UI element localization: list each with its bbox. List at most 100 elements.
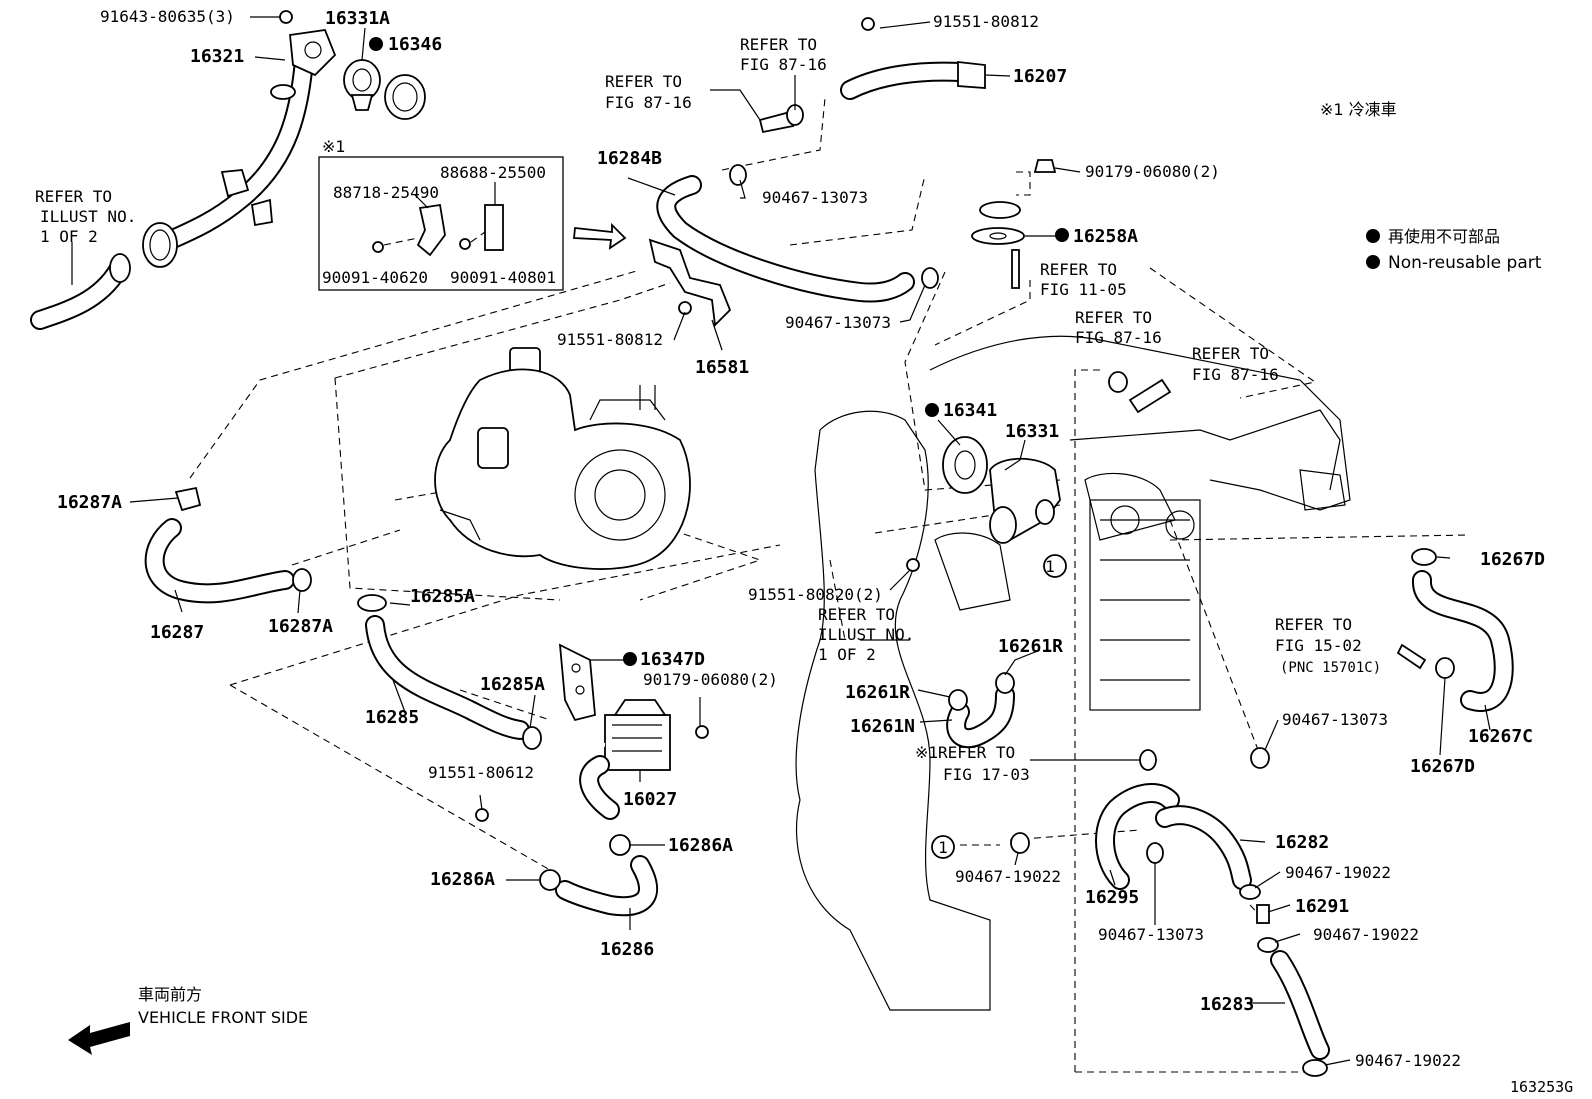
label-91551-80812-mid: 91551-80812	[557, 330, 663, 349]
label-90467-13073-b: 90467-13073	[785, 313, 891, 332]
legend-nonreusable-en: Non-reusable part	[1388, 253, 1542, 273]
label-91643-80635: 91643-80635(3)	[100, 7, 235, 26]
label-16207: 16207	[1013, 66, 1067, 87]
circle-marker-1a	[1043, 554, 1067, 578]
label-16287: 16287	[150, 622, 204, 643]
water-inlet-16331	[906, 436, 1061, 572]
label-16287A-1: 16287A	[57, 492, 122, 513]
label-90467-13073-d: 90467-13073	[1098, 925, 1204, 944]
nonreusable-dot-16258A	[1055, 228, 1069, 242]
svg-text:REFER TO: REFER TO	[1075, 308, 1152, 327]
circle-1a-text: 1	[1045, 557, 1055, 576]
arrow-inset	[573, 222, 627, 250]
label-16285A-2: 16285A	[480, 674, 545, 695]
svg-text:ILLUST NO.: ILLUST NO.	[818, 625, 914, 644]
svg-text:ILLUST NO.: ILLUST NO.	[40, 207, 136, 226]
label-16285A-1: 16285A	[410, 586, 475, 607]
label-16267D-2: 16267D	[1410, 756, 1475, 777]
nonreusable-dot-16346	[369, 37, 383, 51]
svg-text:REFER TO: REFER TO	[1275, 615, 1352, 634]
label-16027: 16027	[623, 789, 677, 810]
legend: ※1 冷凍車 再使用不可部品 Non-reusable part	[1320, 100, 1542, 273]
refer-labels: REFER TO ILLUST NO. 1 OF 2 REFER TO FIG …	[35, 35, 1381, 784]
label-90091-40801: 90091-40801	[450, 268, 556, 287]
label-16258A: 16258A	[1073, 226, 1138, 247]
part-labels: 91643-80635(3) 16331A 16346 16321 91551-…	[57, 7, 1545, 1070]
label-91551-80820: 91551-80820(2)	[748, 585, 883, 604]
label-90467-13073-c: 90467-13073	[1282, 710, 1388, 729]
svg-text:REFER TO: REFER TO	[1192, 344, 1269, 363]
label-90467-19022-c: 90467-19022	[1313, 925, 1419, 944]
water-pipe-16321	[142, 10, 337, 268]
label-16581: 16581	[695, 357, 749, 378]
label-16282: 16282	[1275, 832, 1329, 853]
svg-text:FIG 15-02: FIG 15-02	[1275, 636, 1362, 655]
svg-text:REFER TO: REFER TO	[740, 35, 817, 54]
label-88688-25500: 88688-25500	[440, 163, 546, 182]
gasket-16346	[384, 74, 426, 120]
hose-16287	[144, 486, 312, 604]
front-en: VEHICLE FRONT SIDE	[138, 1008, 308, 1027]
label-16286A-2: 16286A	[430, 869, 495, 890]
label-16346: 16346	[388, 34, 442, 55]
label-16286: 16286	[600, 939, 654, 960]
label-90467-13073-a: 90467-13073	[762, 188, 868, 207]
svg-text:REFER TO: REFER TO	[35, 187, 112, 206]
hose-refer-illust	[30, 253, 131, 330]
hose-refer-fig8716	[1128, 378, 1172, 414]
label-16341: 16341	[943, 400, 997, 421]
pipe-16207	[758, 17, 1021, 219]
hose-16267C	[1396, 548, 1514, 712]
hose-16282	[1010, 747, 1279, 953]
label-90467-19022-d: 90467-19022	[1355, 1051, 1461, 1070]
svg-text:※1REFER TO: ※1REFER TO	[915, 743, 1015, 762]
label-16285: 16285	[365, 707, 419, 728]
label-16267D-1: 16267D	[1480, 549, 1545, 570]
label-16267C: 16267C	[1468, 726, 1533, 747]
inset-labels: ※1 88688-25500 88718-25490 90091-40620 9…	[322, 137, 556, 287]
nonreusable-dot-16341	[925, 403, 939, 417]
gasket-16258A	[971, 159, 1057, 289]
hose-16286	[539, 834, 658, 917]
svg-text:FIG 87-16: FIG 87-16	[605, 93, 692, 112]
circle-1b-text: 1	[938, 838, 948, 857]
label-90179-06080-b: 90179-06080(2)	[643, 670, 778, 689]
turbocharger	[434, 347, 691, 570]
front-jp: 車両前方	[138, 985, 202, 1004]
svg-text:FIG 87-16: FIG 87-16	[1192, 365, 1279, 384]
label-16286A-1: 16286A	[668, 835, 733, 856]
svg-text:FIG 87-16: FIG 87-16	[1075, 328, 1162, 347]
hose-16284B	[656, 175, 915, 303]
front-side-indicator: 車両前方 VEHICLE FRONT SIDE	[138, 985, 308, 1027]
svg-text:FIG 17-03: FIG 17-03	[943, 765, 1030, 784]
clamp-refer	[1108, 371, 1128, 393]
svg-text:1 OF 2: 1 OF 2	[818, 645, 876, 664]
svg-text:REFER TO: REFER TO	[605, 72, 682, 91]
front-arrow-icon	[68, 1022, 130, 1055]
label-90467-19022-a: 90467-19022	[1285, 863, 1391, 882]
hose-16285	[357, 594, 542, 750]
cooler-16027	[475, 643, 709, 822]
svg-text:1 OF 2: 1 OF 2	[40, 227, 98, 246]
legend-note: ※1 冷凍車	[1320, 100, 1397, 119]
circle-marker-1b	[931, 835, 955, 859]
label-16261N: 16261N	[850, 716, 915, 737]
legend-dot-en	[1366, 255, 1380, 269]
hose-16261N	[946, 672, 1015, 749]
label-16331A: 16331A	[325, 8, 390, 29]
label-90179-06080-a: 90179-06080(2)	[1085, 162, 1220, 181]
svg-text:REFER TO: REFER TO	[1040, 260, 1117, 279]
diagram-id: 163253G	[1510, 1078, 1573, 1096]
inset-box	[318, 156, 564, 291]
svg-text:(PNC 15701C): (PNC 15701C)	[1280, 660, 1381, 676]
bracket-16581	[648, 238, 732, 327]
nonreusable-dot-16347D	[623, 652, 637, 666]
hose-16283	[1270, 950, 1330, 1077]
label-16261R-1: 16261R	[998, 636, 1063, 657]
label-16261R-2: 16261R	[845, 682, 910, 703]
legend-dot-jp	[1366, 229, 1380, 243]
leader-lines	[71, 16, 1491, 1066]
label-90091-40620: 90091-40620	[322, 268, 428, 287]
label-16283: 16283	[1200, 994, 1254, 1015]
